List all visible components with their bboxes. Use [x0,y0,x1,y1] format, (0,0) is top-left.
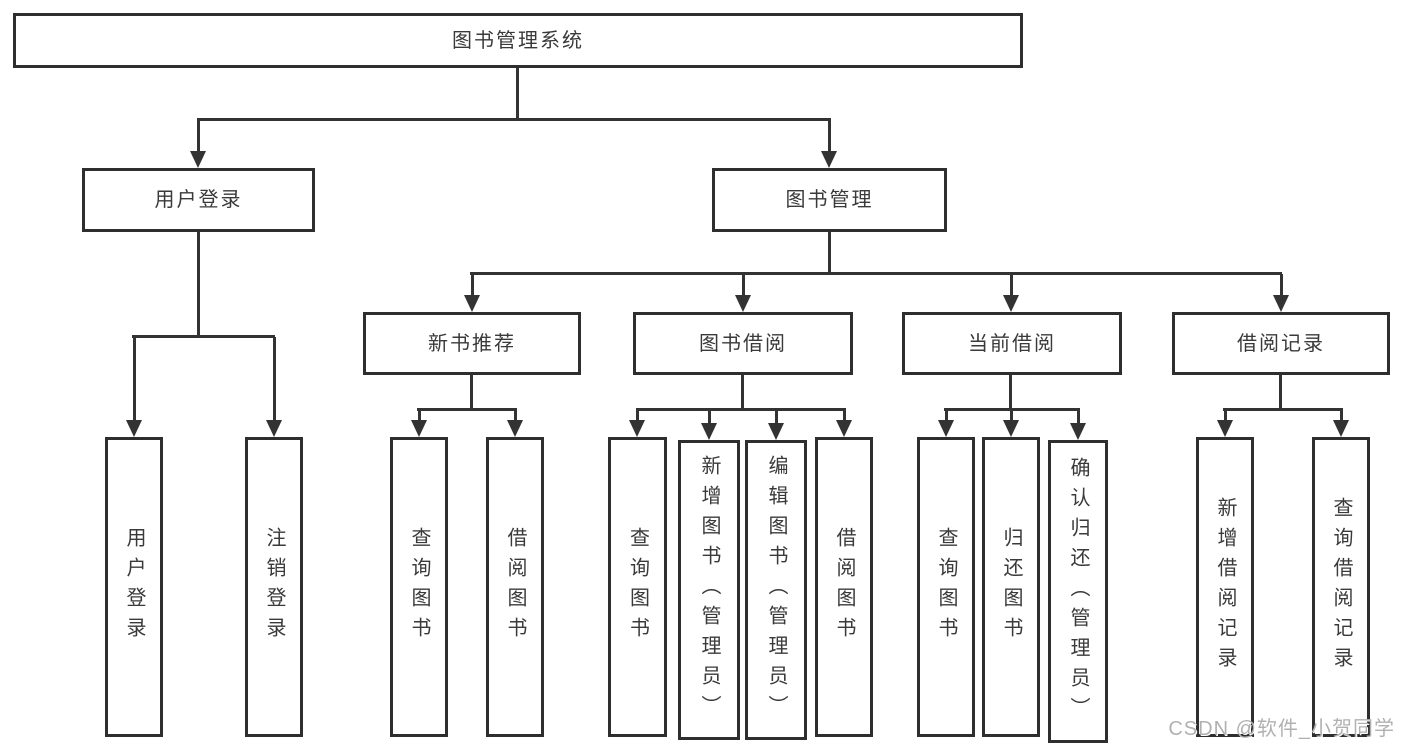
arrow-records-query-record [1333,410,1350,437]
connector-records-rail [1223,408,1343,411]
arrow-borrow-edit-books [768,410,785,440]
connector-recommend-stem [470,375,473,408]
arrow-current-confirm-return [1070,410,1087,440]
arrow-borrow-query-books [629,410,646,437]
node-user-login: 用户登录 [82,168,315,232]
arrow-to-new-book-recommend [464,274,481,312]
leaf-recommend-query-books: 查询图书 [390,437,448,737]
node-root: 图书管理系统 [13,13,1023,68]
arrow-to-book-management [821,120,838,168]
connector-user-login-stem [197,232,200,335]
connector-user-login-rail [132,335,275,338]
leaf-user-login: 用户登录 [105,437,163,737]
connector-root-stem [516,68,519,118]
arrow-to-current-borrow [1003,274,1020,312]
connector-book-management-rail [470,272,1282,275]
leaf-current-query-books: 查询图书 [917,437,975,737]
leaf-records-add-record: 新增借阅记录 [1196,437,1254,737]
node-new-book-recommend: 新书推荐 [363,312,581,375]
connector-current-stem [1009,375,1012,408]
connector-current-rail [944,408,1080,411]
arrow-records-add-record [1217,410,1234,437]
connector-records-stem [1279,375,1282,408]
arrow-to-leaf-user-login [126,337,143,437]
arrow-to-leaf-logout [266,337,283,437]
arrow-to-borrow-records [1273,274,1290,312]
node-book-borrow: 图书借阅 [633,312,853,375]
node-borrow-records: 借阅记录 [1172,312,1390,375]
arrow-current-return-books [1003,410,1020,437]
arrow-to-book-borrow [735,274,752,312]
leaf-records-query-record: 查询借阅记录 [1312,437,1370,737]
leaf-recommend-borrow-books: 借阅图书 [486,437,544,737]
arrow-recommend-borrow-books [507,410,524,437]
arrow-to-user-login [190,120,207,168]
csdn-watermark: CSDN @软件_小贺同学 [1168,718,1395,740]
arrow-borrow-add-books [701,410,718,440]
leaf-borrow-add-books-admin: 新增图书（管理员） [678,440,740,740]
connector-book-management-stem [828,232,831,272]
node-current-borrow: 当前借阅 [902,312,1122,375]
connector-borrow-stem [741,375,744,408]
leaf-borrow-borrow-books: 借阅图书 [815,437,873,737]
leaf-logout: 注销登录 [245,437,303,737]
leaf-current-return-books: 归还图书 [982,437,1040,737]
node-book-management: 图书管理 [712,168,947,232]
connector-root-rail [197,118,831,121]
connector-borrow-rail [636,408,846,411]
arrow-current-query-books [938,410,955,437]
connector-recommend-rail [417,408,517,411]
arrow-recommend-query-books [411,410,428,437]
arrow-borrow-borrow-books [836,410,853,437]
leaf-borrow-edit-books-admin: 编辑图书（管理员） [745,440,807,740]
leaf-current-confirm-return-admin: 确认归还（管理员） [1048,440,1108,743]
leaf-borrow-query-books: 查询图书 [608,437,667,737]
